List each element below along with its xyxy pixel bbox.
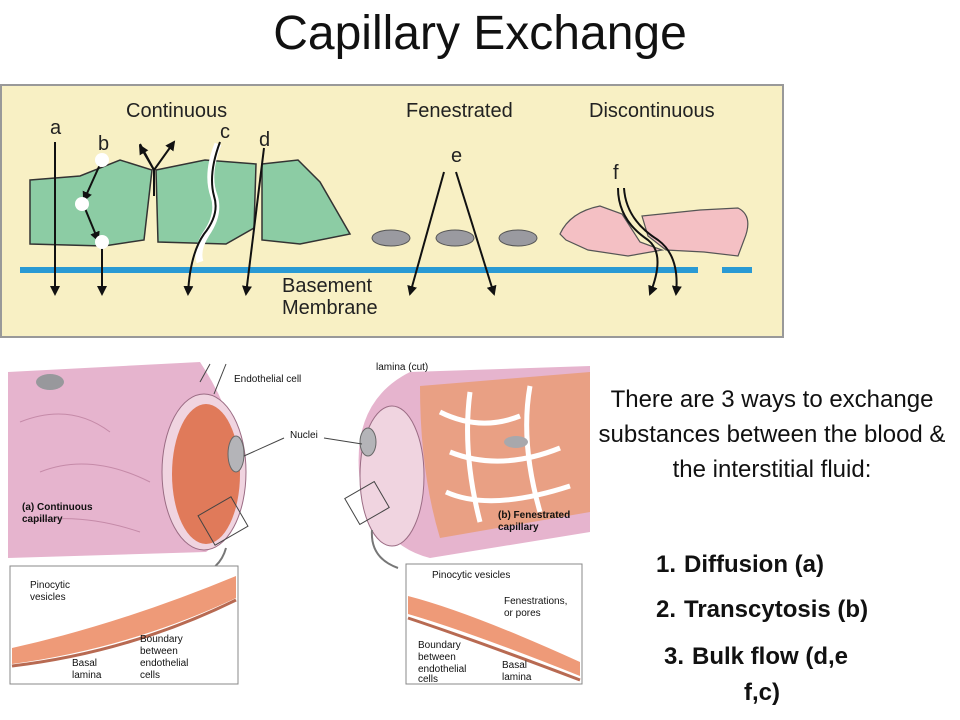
letter-a: a [50,117,62,139]
list-item-diffusion: 1. Diffusion (a) [636,548,824,582]
letter-e: e [451,145,462,167]
endothelial-pointer-1 [199,363,211,383]
basement-membrane-gap-piece [722,267,752,273]
continuous-nucleus-outer [36,374,64,390]
label-lamina-cut: lamina (cut) [376,362,428,373]
endothelial-cell-1 [29,159,153,247]
fenestrated-nuclei-pointer [323,437,363,445]
list-text: Transcytosis (b) [684,596,869,623]
caption-fenestrated-1: (b) Fenestrated [498,510,570,521]
left-inset-boundary-4: cells [140,670,160,681]
arrow-f-1 [617,187,659,296]
fenestrated-lumen-rim [359,405,425,547]
caption-continuous-2: capillary [22,514,63,525]
list-text: f,c) [744,679,780,706]
caption-fenestrated-2: capillary [498,522,539,533]
left-inset-basal-1: Basal [72,658,97,669]
basement-label-2: Membrane [282,297,378,319]
label-fenestrated: Fenestrated [406,100,513,122]
right-inset-basal-1: Basal [502,660,527,671]
right-inset-basal-2: lamina [502,672,532,683]
list-number: 2. [655,596,676,623]
left-inset-boundary-2: between [140,646,178,657]
continuous-lumen [172,404,240,544]
arrow-d [242,147,265,296]
vesicle-1 [95,153,109,167]
list-text: Bulk flow (d,e [692,643,848,670]
right-inset-boundary-2: between [418,652,456,663]
basement-membrane [20,267,698,273]
list-text: Diffusion (a) [684,551,824,578]
pink-cell-2 [641,207,749,257]
left-inset-pinocytic-1: Pinocytic [30,580,70,591]
page-title: Capillary Exchange [273,7,687,60]
fenestra-oval-2 [435,229,475,247]
continuous-zoom-box [197,496,249,546]
arrow-c [183,141,221,296]
arrow-e-left [407,171,445,296]
left-inset-boundary-3: endothelial [140,658,188,669]
fenestra-oval-3 [498,229,538,247]
list-number: 3. [663,643,684,670]
label-endothelial-cell: Endothelial cell [234,374,301,385]
continuous-vessel-veins [19,413,151,533]
left-inset-pinocytic-2: vesicles [30,592,66,603]
fenestrated-nucleus [359,427,377,457]
label-continuous: Continuous [126,100,227,122]
basement-label-1: Basement [282,275,372,297]
arrow-b-path-1 [82,159,103,202]
capillary-types-diagram: Continuous Fenestrated Discontinuous a b… [0,84,784,338]
label-nuclei: Nuclei [290,430,318,441]
continuous-inset-basal [11,598,237,668]
nuclei-pointer [243,437,285,457]
list-item-bulk-flow: 3. Bulk flow (d,e [644,640,848,674]
continuous-inset-cell [12,576,236,664]
right-inset-boundary-3: endothelial [418,664,466,675]
list-number: 1. [655,551,676,578]
caption-continuous-1: (a) Continuous [22,502,93,513]
letter-d: d [259,129,270,151]
fenestrated-zoom-box [344,480,390,526]
pink-cell-1 [559,205,665,257]
continuous-nucleus [227,435,245,473]
left-inset-boundary-1: Boundary [140,634,183,645]
fenestrated-inset-arrow [370,529,399,569]
arrow-f-2 [623,187,682,296]
vesicle-3 [95,235,109,249]
right-inset-pinocytic: Pinocytic vesicles [432,570,510,581]
fenestra-oval-1 [371,229,411,247]
right-inset-boundary-4: cells [418,674,438,685]
fenestrated-wall-pattern [438,385,571,523]
letter-c: c [220,121,230,143]
endothelial-cell-3 [261,159,352,245]
arrow-b-path-2 [83,205,100,242]
fenestrated-inset-basal [407,616,581,682]
vesicle-2 [75,197,89,211]
letter-f: f [613,162,619,184]
capillary-illustrations: Endothelial cell Nuclei (a) Continuous c… [8,362,590,685]
list-item-bulk-flow-continued: f,c) [744,676,780,710]
fenestrated-inset-cell [408,596,580,676]
letter-b: b [98,133,109,155]
right-inset-boundary-1: Boundary [418,640,461,651]
label-discontinuous: Discontinuous [589,100,715,122]
fenestrated-nucleus-2 [504,436,528,448]
intro-paragraph: There are 3 ways to exchange substances … [598,386,946,483]
endothelial-pointer-2 [213,363,227,395]
right-inset-fenestrations-2: or pores [504,608,541,619]
junction-y-left [138,144,155,171]
right-inset-fenestrations-1: Fenestrations, [504,596,567,607]
left-inset-basal-2: lamina [72,670,102,681]
arrow-e-right [455,171,497,296]
list-item-transcytosis: 2. Transcytosis (b) [636,593,868,627]
